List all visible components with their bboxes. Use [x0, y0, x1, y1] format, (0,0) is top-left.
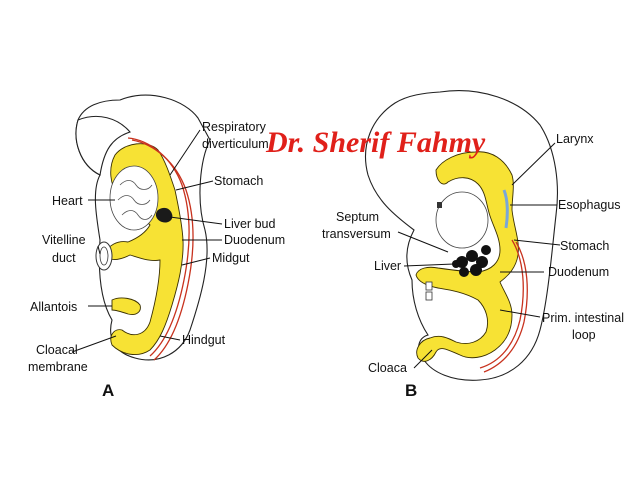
- label-respiratory-2: diverticulum: [202, 137, 269, 151]
- label-septum-1: Septum: [336, 210, 379, 224]
- label-cloaca-b: Cloaca: [368, 361, 407, 375]
- embryo-a-head: [75, 115, 131, 176]
- watermark-text: Dr. Sherif Fahmy: [265, 126, 486, 159]
- heart-folds-a: [117, 180, 153, 220]
- gut-tube-b: [415, 151, 519, 362]
- label-stomach-a: Stomach: [214, 174, 263, 188]
- label-larynx-b: Larynx: [556, 132, 594, 146]
- label-esophagus-b: Esophagus: [558, 198, 621, 212]
- label-duodenum-b: Duodenum: [548, 265, 609, 279]
- label-liver-b: Liver: [374, 259, 401, 273]
- label-vitelline-2: duct: [52, 251, 76, 265]
- label-septum-2: transversum: [322, 227, 391, 241]
- label-cloacal-1: Cloacal: [36, 343, 78, 357]
- esophagus-b: [502, 189, 509, 229]
- label-respiratory-1: Respiratory: [202, 120, 267, 134]
- label-vitelline-1: Vitelline: [42, 233, 86, 247]
- label-allantois-a: Allantois: [30, 300, 77, 314]
- label-stomach-b: Stomach: [560, 239, 609, 253]
- label-duodenum-a: Duodenum: [224, 233, 285, 247]
- label-hindgut-a: Hindgut: [182, 333, 226, 347]
- liver-b: [452, 245, 491, 277]
- panel-letter-a: A: [102, 381, 114, 400]
- panel-letter-b: B: [405, 381, 417, 400]
- label-heart-a: Heart: [52, 194, 83, 208]
- heart-cavity-a: [109, 165, 159, 231]
- label-prim-1: Prim. intestinal: [542, 311, 624, 325]
- aorta-b: [479, 239, 524, 369]
- allantois-a: [111, 297, 141, 315]
- label-prim-2: loop: [572, 328, 596, 342]
- label-liver-bud-a: Liver bud: [224, 217, 275, 231]
- label-midgut-a: Midgut: [212, 251, 250, 265]
- panel-b: Larynx Esophagus Septum transversum Stom…: [322, 90, 624, 400]
- cavity-b: [435, 191, 489, 249]
- panel-a: Respiratory diverticulum Stomach Heart L…: [28, 94, 285, 400]
- liver-bud-a: [155, 207, 173, 223]
- label-cloacal-2: membrane: [28, 360, 88, 374]
